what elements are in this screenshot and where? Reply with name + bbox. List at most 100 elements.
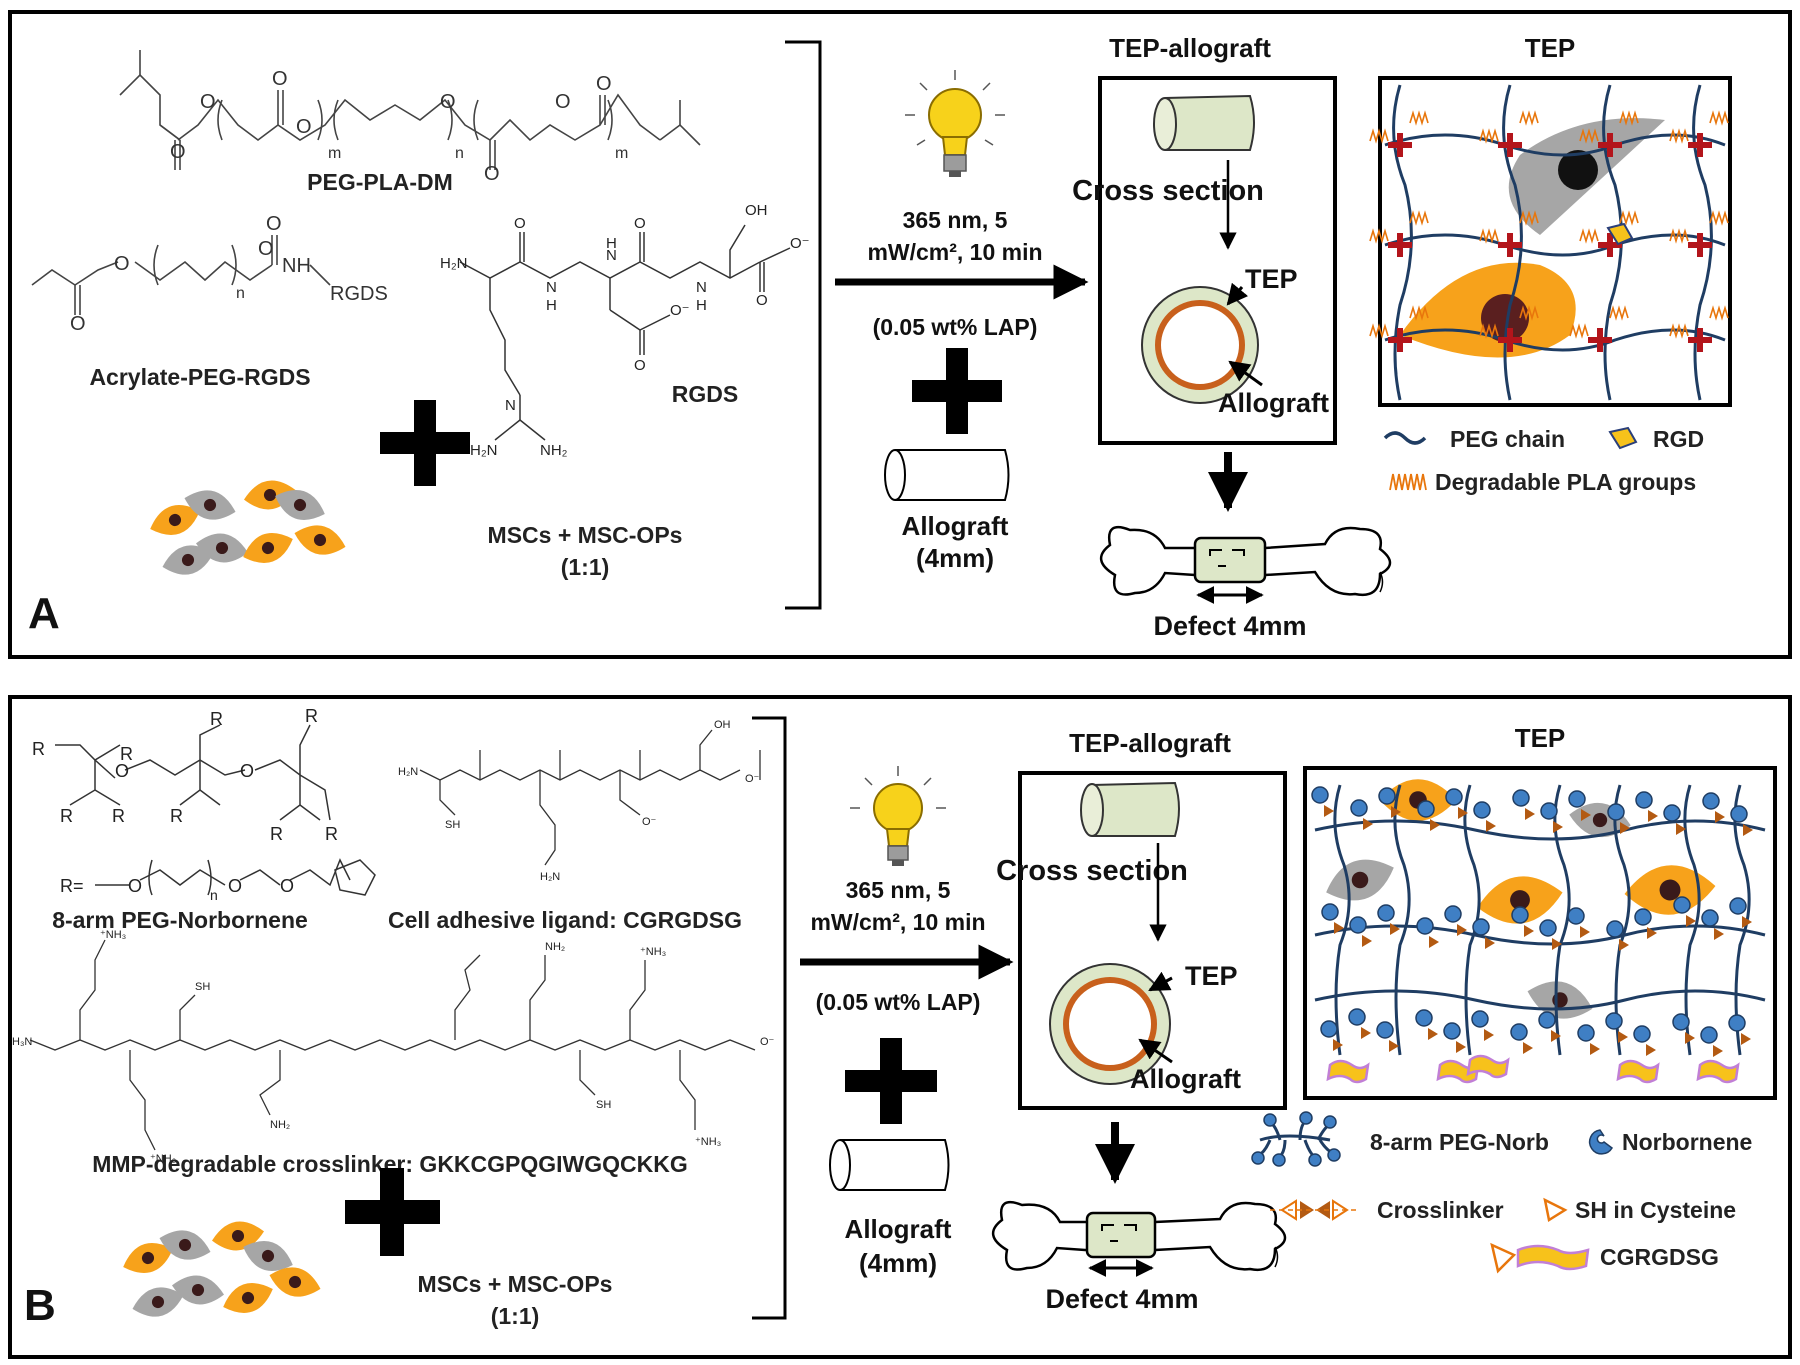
crosslinker-unit bbox=[1333, 1039, 1343, 1051]
atom-r: R bbox=[305, 706, 318, 726]
crosslink-node bbox=[1498, 337, 1522, 343]
crosslink-node bbox=[1688, 242, 1712, 248]
crosslinker-unit bbox=[1363, 818, 1373, 830]
atom-sh: SH bbox=[596, 1099, 611, 1111]
osteoprogenitor-cell bbox=[269, 1267, 321, 1297]
pla-group bbox=[1519, 305, 1539, 321]
norbornene-end bbox=[1673, 896, 1691, 914]
tep-pointer bbox=[1148, 971, 1173, 992]
crosslink-node bbox=[1588, 337, 1612, 343]
norbornene-end bbox=[1321, 903, 1339, 921]
atom-nh3: ⁺NH₃ bbox=[695, 1136, 721, 1148]
crosslinker-unit bbox=[1647, 927, 1657, 939]
crosslinker-unit bbox=[1524, 925, 1534, 937]
norbornene-end bbox=[1728, 1014, 1746, 1032]
panel-a: O O O O O O O O m n m PEG-PLA-DM O bbox=[8, 10, 1792, 659]
atom-o: O bbox=[115, 761, 129, 781]
allograft-ring bbox=[1155, 300, 1245, 390]
plus-icon bbox=[912, 348, 1002, 434]
legend-a: PEG chain RGD Degradable PLA groups bbox=[1383, 426, 1704, 495]
crosslinker-unit bbox=[1590, 1043, 1600, 1055]
norbornene-end bbox=[1311, 786, 1329, 804]
atom-r: R bbox=[210, 709, 223, 729]
tep-allograft-title: TEP-allograft bbox=[1109, 33, 1271, 63]
atom-r: R bbox=[112, 806, 125, 826]
norbornene-end bbox=[1633, 1025, 1651, 1043]
cross-section-text: Cross section bbox=[996, 855, 1188, 887]
cell-nucleus bbox=[313, 533, 327, 547]
crosslink-node bbox=[1388, 242, 1412, 248]
atom-nh2: NH₂ bbox=[540, 442, 568, 459]
norbornene-end bbox=[1510, 1023, 1528, 1041]
crosslinker-unit bbox=[1457, 924, 1467, 936]
pla-group bbox=[1709, 305, 1729, 321]
atom-r: R bbox=[325, 824, 338, 844]
cell-nucleus bbox=[178, 1238, 192, 1252]
atom-o: O bbox=[70, 313, 86, 335]
cell-nucleus bbox=[181, 553, 195, 567]
allograft-pointer bbox=[1228, 360, 1263, 387]
norbornene-end bbox=[1700, 1026, 1718, 1044]
cell-nucleus bbox=[1592, 812, 1608, 828]
allograft-tube-icon bbox=[829, 1139, 950, 1191]
bracket bbox=[752, 716, 787, 1320]
atom-h: H bbox=[696, 297, 707, 314]
atom-o-minus: O⁻ bbox=[670, 302, 690, 319]
crosslinker-unit bbox=[1715, 811, 1725, 823]
rgds-tag: RGDS bbox=[330, 283, 388, 305]
norbornene-end bbox=[1349, 916, 1367, 934]
norbornene-end bbox=[1730, 805, 1748, 823]
peg-norb-icon bbox=[1257, 1118, 1335, 1160]
atom-h2n: H₂N bbox=[470, 442, 498, 459]
atom-o: O bbox=[484, 163, 500, 185]
light-condition-line2: mW/cm², 10 min bbox=[867, 239, 1042, 265]
cell-nucleus bbox=[288, 1275, 302, 1289]
stem-cell bbox=[162, 545, 214, 575]
cell-nucleus bbox=[261, 541, 275, 555]
panel-b-frame bbox=[8, 695, 1792, 1359]
crosslinker-unit bbox=[1456, 1041, 1466, 1053]
light-bulb-icon bbox=[850, 766, 946, 866]
crosslinker-unit bbox=[1713, 1045, 1723, 1057]
atom-o-minus: O⁻ bbox=[790, 235, 810, 252]
bracket bbox=[785, 40, 822, 610]
cell-nucleus bbox=[141, 1251, 155, 1265]
norbornene-end bbox=[1378, 787, 1396, 805]
peg-norbornene-structure bbox=[55, 724, 376, 896]
crosslinker-unit bbox=[1714, 928, 1724, 940]
crosslinker-unit bbox=[1685, 1032, 1695, 1044]
legend-pla: Degradable PLA groups bbox=[1435, 469, 1696, 495]
atom-o: O bbox=[756, 292, 768, 309]
norbornene-end bbox=[1473, 801, 1491, 819]
acrylate-peg-rgds-atoms: O O O O NH RGDS n bbox=[70, 213, 388, 335]
atom-o: O bbox=[440, 91, 456, 113]
legend-peg-chain: PEG chain bbox=[1450, 426, 1565, 452]
atom-h2n: H₂N bbox=[398, 766, 418, 778]
atom-o-minus: O⁻ bbox=[642, 816, 657, 828]
norbornene-end bbox=[1376, 1021, 1394, 1039]
peg-chain bbox=[1733, 784, 1751, 1056]
atom-sh: SH bbox=[195, 981, 210, 993]
pla-group bbox=[1709, 210, 1729, 226]
osteoprogenitor-cell bbox=[123, 1243, 173, 1273]
legend-norbornene: Norbornene bbox=[1622, 1129, 1752, 1155]
allograft-label: Allograft bbox=[845, 1214, 952, 1244]
atom-o: O bbox=[634, 215, 646, 232]
crosslinker-unit bbox=[1581, 809, 1591, 821]
allograft-pointer-label: Allograft bbox=[1218, 388, 1329, 418]
atom-o: O bbox=[170, 141, 186, 163]
subscript-n: n bbox=[236, 285, 245, 302]
osteoprogenitor-cell bbox=[294, 525, 346, 555]
pla-spring-icon bbox=[1389, 473, 1427, 491]
pla-group bbox=[1369, 228, 1389, 244]
norbornene-end bbox=[1444, 905, 1462, 923]
norbornene-icon bbox=[1588, 1129, 1613, 1155]
pla-group bbox=[1579, 128, 1599, 144]
peg-chain bbox=[1502, 84, 1523, 401]
cell-nucleus bbox=[231, 1229, 245, 1243]
tep-network-box bbox=[1378, 76, 1732, 407]
norbornene-end bbox=[1606, 920, 1624, 938]
norbornene-end bbox=[1568, 790, 1586, 808]
norbornene-end bbox=[1701, 909, 1719, 927]
atom-n: N bbox=[606, 247, 617, 264]
